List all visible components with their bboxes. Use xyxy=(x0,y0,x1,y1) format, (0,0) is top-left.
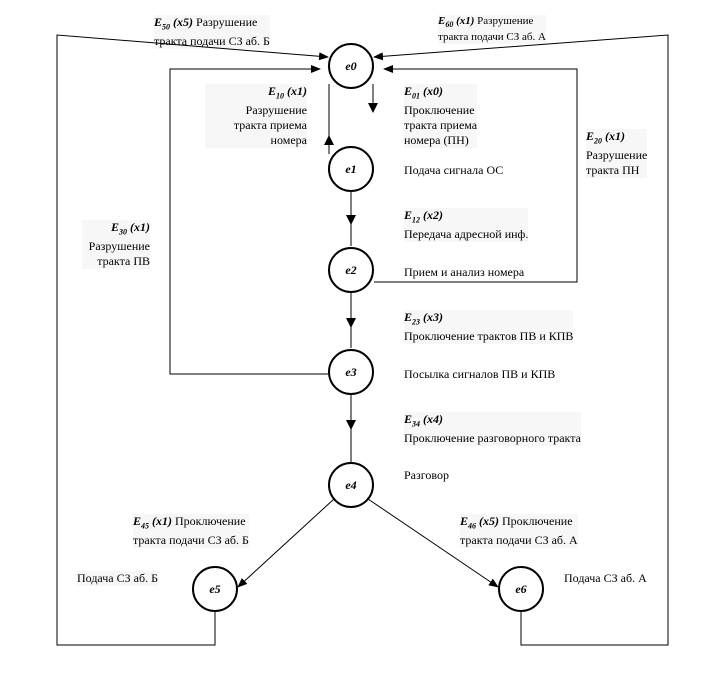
node-e0-label: e0 xyxy=(345,59,356,73)
node-e6-label: e6 xyxy=(515,582,526,596)
node-e1-label: e1 xyxy=(345,162,356,176)
label-e10: E10 (x1) Разрушение тракта приема номера xyxy=(205,84,307,148)
edge-e4-e6 xyxy=(367,498,499,588)
node-e5-label: e5 xyxy=(209,582,220,596)
node-e5: e5 xyxy=(192,566,238,612)
state-label-e5: Подача СЗ аб. Б xyxy=(77,571,158,585)
node-e4: e4 xyxy=(328,462,374,508)
label-e30: E30 (x1) Разрушение тракта ПВ xyxy=(82,220,150,269)
node-e2: e2 xyxy=(328,247,374,293)
arrowhead-e1-e2 xyxy=(346,215,356,225)
label-e12: E12 (x2) Передача адресной инф. xyxy=(404,208,529,242)
label-e34: E34 (x4) Проключение разговорного тракта xyxy=(404,412,581,446)
node-e3: e3 xyxy=(328,349,374,395)
label-e01: E01 (x0) Проключение тракта приема номер… xyxy=(404,84,478,148)
label-e50: E50 (x5) Разрушение тракта подачи СЗ аб.… xyxy=(154,15,270,49)
state-label-e3: Посылка сигналов ПВ и КПВ xyxy=(404,367,556,381)
label-e46: E46 (x5) Проключение тракта подачи СЗ аб… xyxy=(460,514,578,548)
node-e6: e6 xyxy=(498,566,544,612)
node-e3-label: e3 xyxy=(345,365,356,379)
label-e45: E45 (x1) Проключение тракта подачи СЗ аб… xyxy=(133,514,249,548)
edge-e6-e0 xyxy=(373,34,669,646)
state-label-e6: Подача СЗ аб. А xyxy=(564,571,647,585)
edge-e3-e0 xyxy=(169,65,328,375)
arrowhead-e1-e0 xyxy=(324,135,334,145)
edge-e2-e0 xyxy=(374,65,578,283)
state-label-e1: Подача сигнала ОС xyxy=(404,163,504,177)
node-e2-label: e2 xyxy=(345,263,356,277)
edge-e4-e5 xyxy=(237,498,335,588)
label-e23: E23 (x3) Проключение трактов ПВ и КПВ xyxy=(404,310,574,344)
state-label-e4: Разговор xyxy=(404,468,449,482)
node-e4-label: e4 xyxy=(345,478,356,492)
node-e0: e0 xyxy=(328,43,374,89)
arrowhead-e2-e3 xyxy=(346,318,356,328)
arrowhead-e3-e4 xyxy=(346,420,356,430)
state-label-e2: Прием и анализ номера xyxy=(404,265,525,279)
label-e20: E20 (x1) Разрушение тракта ПН xyxy=(586,129,648,178)
edge-e5-e0 xyxy=(56,34,329,646)
label-e60: E60 (x1) Разрушение тракта подачи СЗ аб.… xyxy=(438,15,546,44)
arrowhead-e0-e1 xyxy=(368,103,378,113)
node-e1: e1 xyxy=(328,146,374,192)
